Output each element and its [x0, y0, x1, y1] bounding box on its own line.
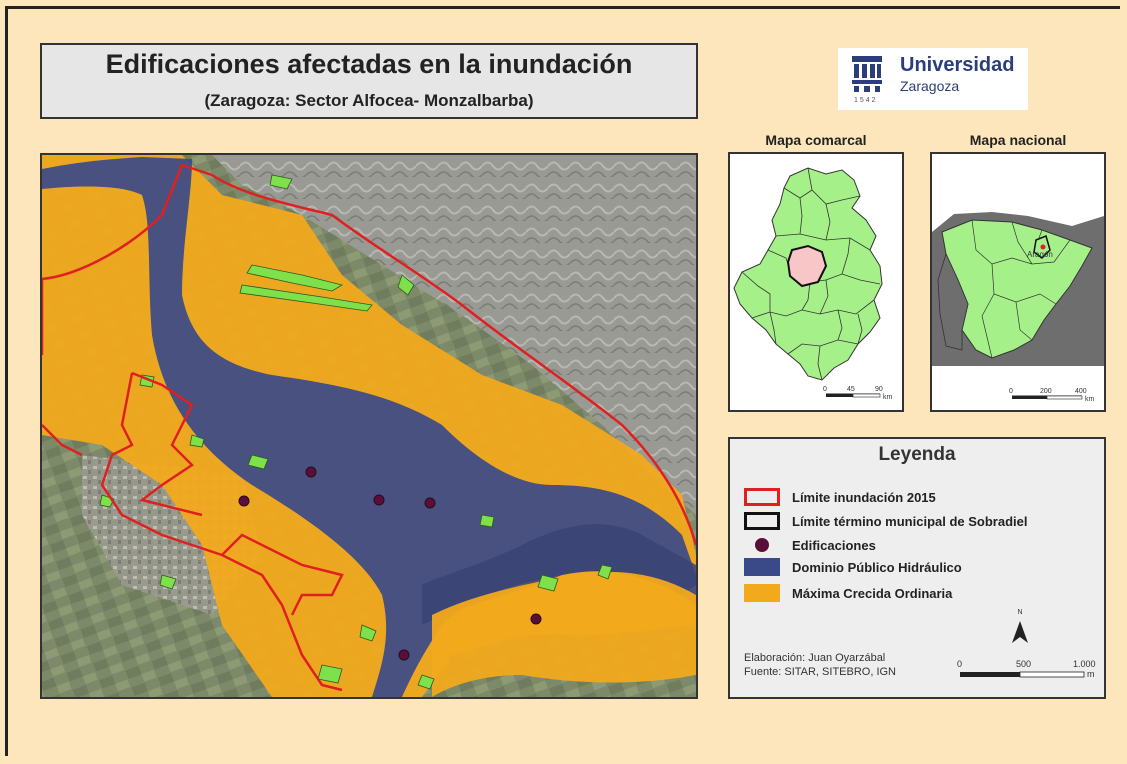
- building-emblem-icon: [852, 56, 882, 92]
- inset-map-comarcal: 0 45 90 km: [728, 152, 904, 412]
- scale-tick: 0: [1009, 388, 1013, 395]
- logo-year: 1542: [854, 97, 878, 104]
- scale-tick: 1.000: [1073, 659, 1096, 669]
- page-frame: [5, 6, 1120, 756]
- legend: Leyenda Límite inundación 2015 Límite té…: [728, 437, 1106, 699]
- legend-title: Leyenda: [878, 444, 956, 465]
- inset-nacional-title: Mapa nacional: [969, 132, 1067, 148]
- credits-source: Fuente: SITAR, SITEBRO, IGN: [744, 666, 897, 678]
- inset-map-nacional: Aragón 0 200 400 km: [930, 152, 1106, 412]
- legend-label: Límite inundación 2015: [792, 490, 936, 505]
- blue-fill-swatch: [744, 558, 780, 576]
- legend-label: Edificaciones: [792, 538, 876, 553]
- title-box: Edificaciones afectadas en la inundación…: [40, 43, 698, 119]
- building-dot-icon: [755, 538, 769, 552]
- inset-comarcal-title: Mapa comarcal: [765, 132, 867, 148]
- north-arrow-icon: [1012, 621, 1028, 643]
- scale-unit: km: [883, 394, 893, 401]
- university-logo: Universidad Zaragoza 1542: [838, 48, 1028, 110]
- scale-tick: 0: [823, 386, 827, 393]
- legend-label: Límite término municipal de Sobradiel: [792, 514, 1028, 529]
- map-title: Edificaciones afectadas en la inundación: [105, 49, 633, 79]
- legend-label: Máxima Crecida Ordinaria: [792, 586, 953, 601]
- logo-city: Zaragoza: [900, 78, 960, 94]
- logo-name: Universidad: [900, 54, 1015, 76]
- scale-tick: 500: [1016, 659, 1032, 669]
- scale-tick: 0: [957, 659, 963, 669]
- scale-tick: 200: [1040, 388, 1052, 395]
- map-subtitle: (Zaragoza: Sector Alfocea- Monzalbarba): [204, 91, 534, 110]
- scale-unit: m: [1087, 669, 1095, 679]
- iberia-map: [932, 154, 1104, 410]
- north-label: N: [1017, 609, 1023, 616]
- red-outline-swatch: [744, 488, 780, 506]
- credits-author: Elaboración: Juan Oyarzábal: [744, 652, 886, 664]
- scale-tick: 45: [847, 386, 855, 393]
- legend-label: Dominio Público Hidráulico: [792, 560, 962, 575]
- scale-tick: 90: [875, 386, 883, 393]
- aragon-comarcas-map: [733, 167, 883, 398]
- aragon-label: Aragón: [1027, 250, 1053, 259]
- scale-unit: km: [1085, 396, 1095, 403]
- black-outline-swatch: [744, 512, 780, 530]
- orange-fill-swatch: [744, 584, 780, 602]
- scale-tick: 400: [1075, 388, 1087, 395]
- scale-bar: [960, 671, 1085, 678]
- main-flood-map: [40, 153, 698, 699]
- flood-map-canvas: [42, 155, 696, 697]
